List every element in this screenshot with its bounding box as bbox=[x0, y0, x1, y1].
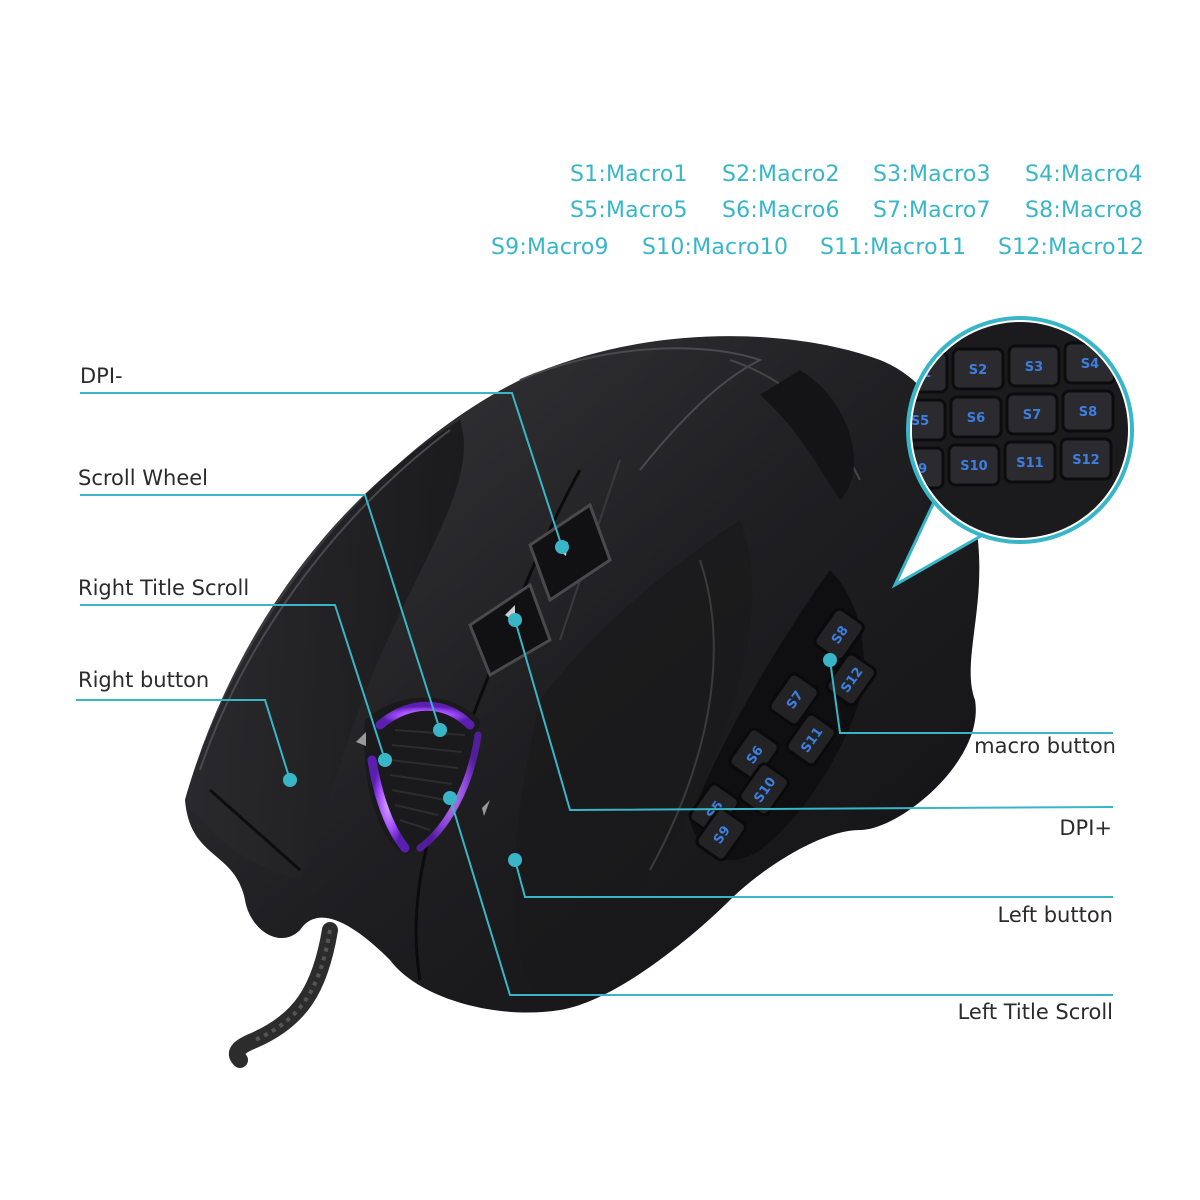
cable bbox=[228, 922, 338, 1068]
macro-map-item: S4:Macro4 bbox=[1025, 162, 1143, 187]
macro-map-item: S1:Macro1 bbox=[570, 162, 688, 187]
label-macro-button: macro button bbox=[974, 734, 1116, 758]
macro-map-item: S9:Macro9 bbox=[491, 235, 609, 260]
keypad-key: S3 bbox=[1007, 344, 1061, 388]
keypad-key: S6 bbox=[949, 395, 1003, 439]
label-left-button: Left button bbox=[997, 903, 1113, 927]
macro-map-item: S3:Macro3 bbox=[873, 162, 991, 187]
macro-map-item: S2:Macro2 bbox=[722, 162, 840, 187]
label-right-button: Right button bbox=[78, 668, 210, 692]
side-macro-key: S9 bbox=[695, 807, 747, 862]
keypad-key-label: S2 bbox=[969, 363, 987, 378]
keypad-key-label: S12 bbox=[1072, 453, 1099, 468]
keypad-key: S8 bbox=[1061, 389, 1115, 433]
keypad-key-label: S7 bbox=[1023, 408, 1041, 423]
side-macro-key: S11 bbox=[785, 712, 837, 767]
keypad-key-label: S5 bbox=[911, 414, 929, 429]
side-macro-key: S7 bbox=[768, 672, 820, 727]
side-macro-key: S6 bbox=[728, 727, 780, 782]
callout-lines bbox=[76, 392, 1114, 996]
label-right-title-scroll: Right Title Scroll bbox=[78, 576, 250, 600]
right-button-shell bbox=[185, 420, 464, 880]
keypad-key: S12 bbox=[1059, 437, 1113, 481]
keypad-key-label: S11 bbox=[1016, 456, 1043, 471]
label-dpi-minus: DPI- bbox=[80, 364, 123, 388]
macro-map-item: S5:Macro5 bbox=[570, 198, 688, 223]
keypad-key: S2 bbox=[951, 347, 1005, 391]
macro-map-item: S6:Macro6 bbox=[722, 198, 840, 223]
side-macro-key: S10 bbox=[738, 762, 790, 817]
keypad-key: S5 bbox=[911, 398, 947, 442]
macro-map-item: S10:Macro10 bbox=[642, 235, 789, 260]
scroll-wheel bbox=[356, 697, 490, 855]
label-dpi-plus: DPI+ bbox=[1059, 816, 1112, 840]
label-left-title-scroll: Left Title Scroll bbox=[957, 1000, 1113, 1024]
keypad-key-label: S10 bbox=[960, 459, 987, 474]
keypad-key: S11 bbox=[1003, 440, 1057, 484]
macro-map-item: S12:Macro12 bbox=[998, 235, 1145, 260]
callout-dots bbox=[283, 540, 837, 867]
macro-map-item: S11:Macro11 bbox=[820, 235, 967, 260]
side-macro-key: S8 bbox=[813, 607, 865, 662]
side-macro-key: S12 bbox=[825, 652, 877, 707]
keypad-key-label: S3 bbox=[1025, 360, 1043, 375]
keypad-key: S10 bbox=[947, 443, 1001, 487]
keypad-key-label: S8 bbox=[1079, 405, 1097, 420]
macro-map-item: S8:Macro8 bbox=[1025, 198, 1143, 223]
keypad-key: S7 bbox=[1005, 392, 1059, 436]
left-button-shell bbox=[513, 520, 753, 1000]
label-scroll-wheel: Scroll Wheel bbox=[78, 466, 208, 490]
keypad-key-label: S6 bbox=[967, 411, 985, 426]
keypad-key-label: S4 bbox=[1081, 357, 1099, 372]
macro-map-item: S7:Macro7 bbox=[873, 198, 991, 223]
